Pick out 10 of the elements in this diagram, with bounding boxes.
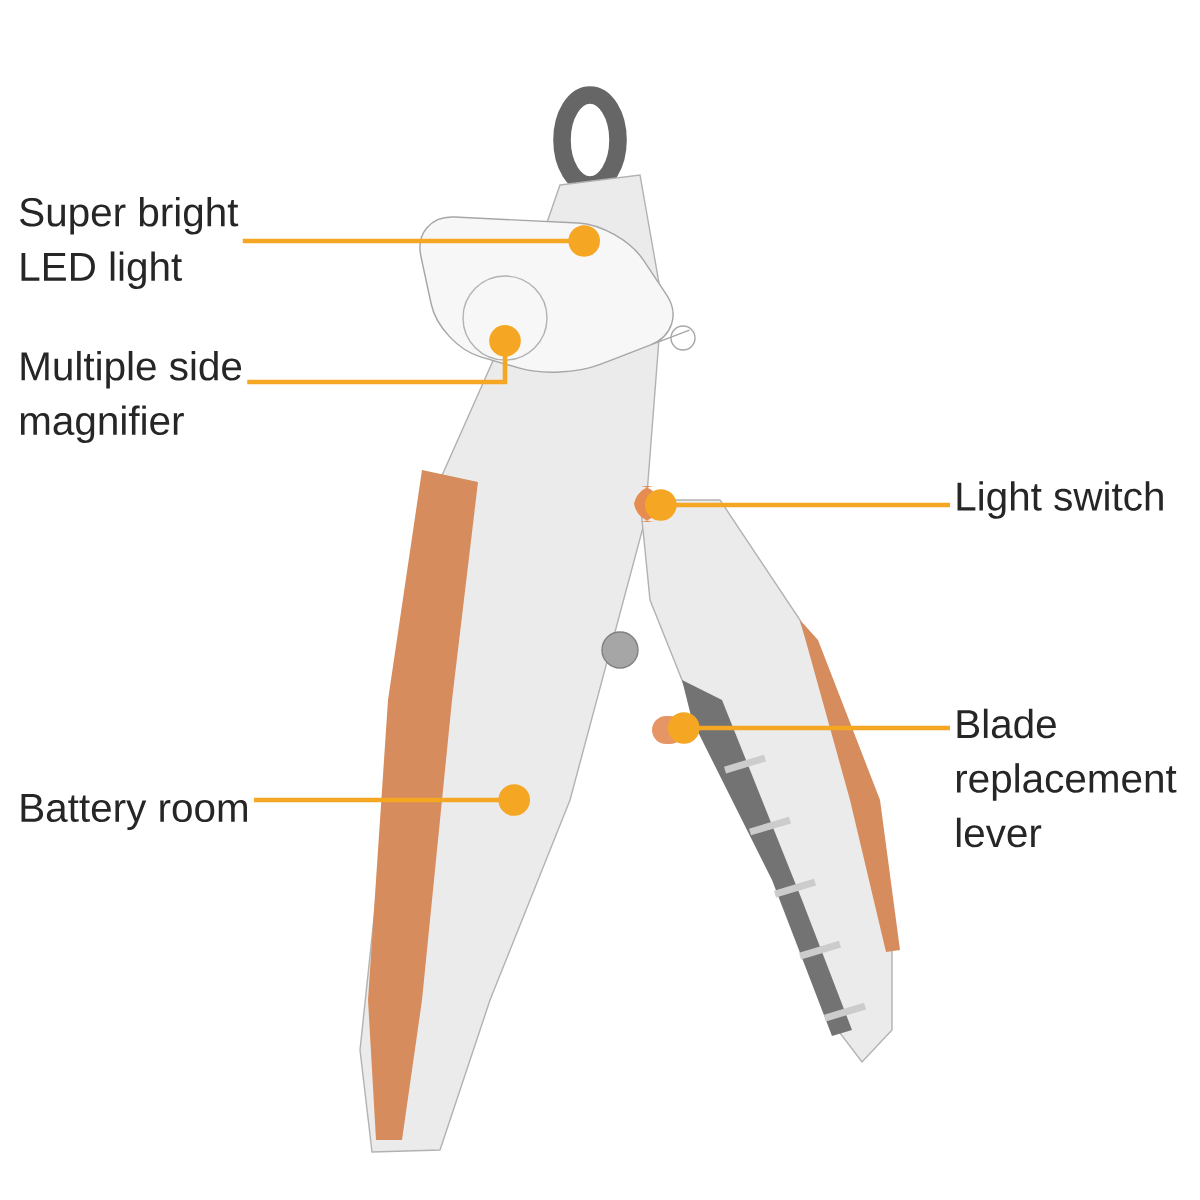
callout-label: Blade replacement lever [956,708,1177,848]
leader-line [247,325,521,385]
leader-line [242,225,600,257]
callout-label: Multiple side magnifier [20,350,242,444]
leader-line [253,784,530,816]
callout-label: Battery room [21,793,247,831]
leader-line [645,489,950,521]
leader-line [668,712,950,744]
callout-label: Light switch [957,481,1163,519]
callout-label: Super bright LED light [20,196,239,290]
